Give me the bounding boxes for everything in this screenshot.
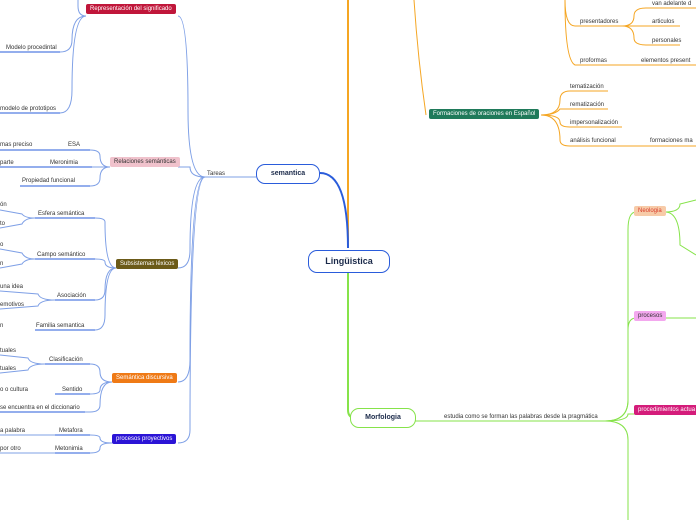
estudia-label[interactable]: estudia como se forman las palabras desd… xyxy=(444,414,598,420)
procesos-proyectivos-node[interactable]: procesos proyectivos xyxy=(112,434,177,444)
tematizacion-label[interactable]: tematización xyxy=(570,84,604,90)
analisis-funcional-label[interactable]: análisis funcional xyxy=(570,138,616,144)
rematizacion-label[interactable]: rematización xyxy=(570,102,605,108)
campo-semantico-label[interactable]: Campo semántico xyxy=(37,252,86,258)
metonimia-leaf[interactable]: por otro xyxy=(0,446,21,452)
semantica-node[interactable]: semantica xyxy=(256,164,320,184)
clasificacion-leaf-2[interactable]: tuales xyxy=(0,366,17,372)
esfera-semantica-label[interactable]: Esfera semántica xyxy=(38,211,85,217)
subsistemas-lexicos-node[interactable]: Subsistemas léxicos xyxy=(116,259,179,269)
formaciones-oraciones-node[interactable]: Formaciones de oraciones en Español xyxy=(429,109,540,119)
proformas-label[interactable]: proformas xyxy=(580,58,608,64)
meronimia-leaf[interactable]: parte xyxy=(0,160,14,166)
tareas-label[interactable]: Tareas xyxy=(207,171,226,177)
impersonalizacion-label[interactable]: impersonalización xyxy=(570,120,619,126)
root-node[interactable]: Lingüistica xyxy=(308,250,390,273)
modelo-procedimental-label[interactable]: Modelo procedintal xyxy=(6,45,57,51)
esfera-leaf-2[interactable]: to xyxy=(0,221,6,227)
neologia-node[interactable]: Neologia xyxy=(634,206,666,216)
personales-label[interactable]: personales xyxy=(652,38,682,44)
procedimientos-actuales-node[interactable]: procedimientos actua xyxy=(634,405,696,415)
clasificacion-leaf-1[interactable]: tuales xyxy=(0,348,17,354)
semantica-discursiva-node[interactable]: Semántica discursiva xyxy=(112,373,177,383)
representacion-significado-node[interactable]: Representación del significado xyxy=(86,4,176,14)
asociacion-leaf-2[interactable]: emotivos xyxy=(0,302,25,308)
metafora-leaf[interactable]: a palabra xyxy=(0,428,26,434)
familia-semantica-label[interactable]: Familia semantica xyxy=(36,323,85,329)
formaciones-ma-label[interactable]: formaciones ma xyxy=(650,138,693,144)
asociacion-leaf-1[interactable]: una idea xyxy=(0,284,24,290)
procesos-node[interactable]: procesos xyxy=(634,311,667,321)
relaciones-semanticas-node[interactable]: Relaciones semánticas xyxy=(110,157,180,167)
morfologia-node[interactable]: Morfologia xyxy=(350,408,416,428)
clasificacion-label[interactable]: Clasificación xyxy=(49,357,83,363)
articulos-label[interactable]: articulos xyxy=(652,19,675,25)
elementos-presentes-label[interactable]: elementos present xyxy=(641,58,691,64)
sentido-leaf[interactable]: o o cultura xyxy=(0,387,29,393)
propiedad-funcional-label[interactable]: Propiedad funcional xyxy=(22,178,76,184)
asociacion-label[interactable]: Asociación xyxy=(57,293,87,299)
van-adelante-label[interactable]: van adelante d xyxy=(652,1,692,7)
metafora-label[interactable]: Metafora xyxy=(59,428,83,434)
metonimia-label[interactable]: Metonimia xyxy=(55,446,83,452)
esfera-leaf-1[interactable]: ón xyxy=(0,202,7,208)
presentadores-label[interactable]: presentadores xyxy=(580,19,619,25)
campo-leaf-2[interactable]: n xyxy=(0,261,4,267)
meronimia-label[interactable]: Meronimia xyxy=(50,160,79,166)
sentido-label[interactable]: Sentido xyxy=(62,387,83,393)
modelo-prototipos-label[interactable]: modelo de prototipos xyxy=(0,106,57,112)
campo-leaf-1[interactable]: o xyxy=(0,242,4,248)
esa-leaf[interactable]: mas preciso xyxy=(0,142,33,148)
esa-label[interactable]: ESA xyxy=(68,142,81,148)
diccionario-leaf[interactable]: se encuentra en el diccionario xyxy=(0,405,80,411)
familia-leaf[interactable]: n xyxy=(0,323,4,329)
